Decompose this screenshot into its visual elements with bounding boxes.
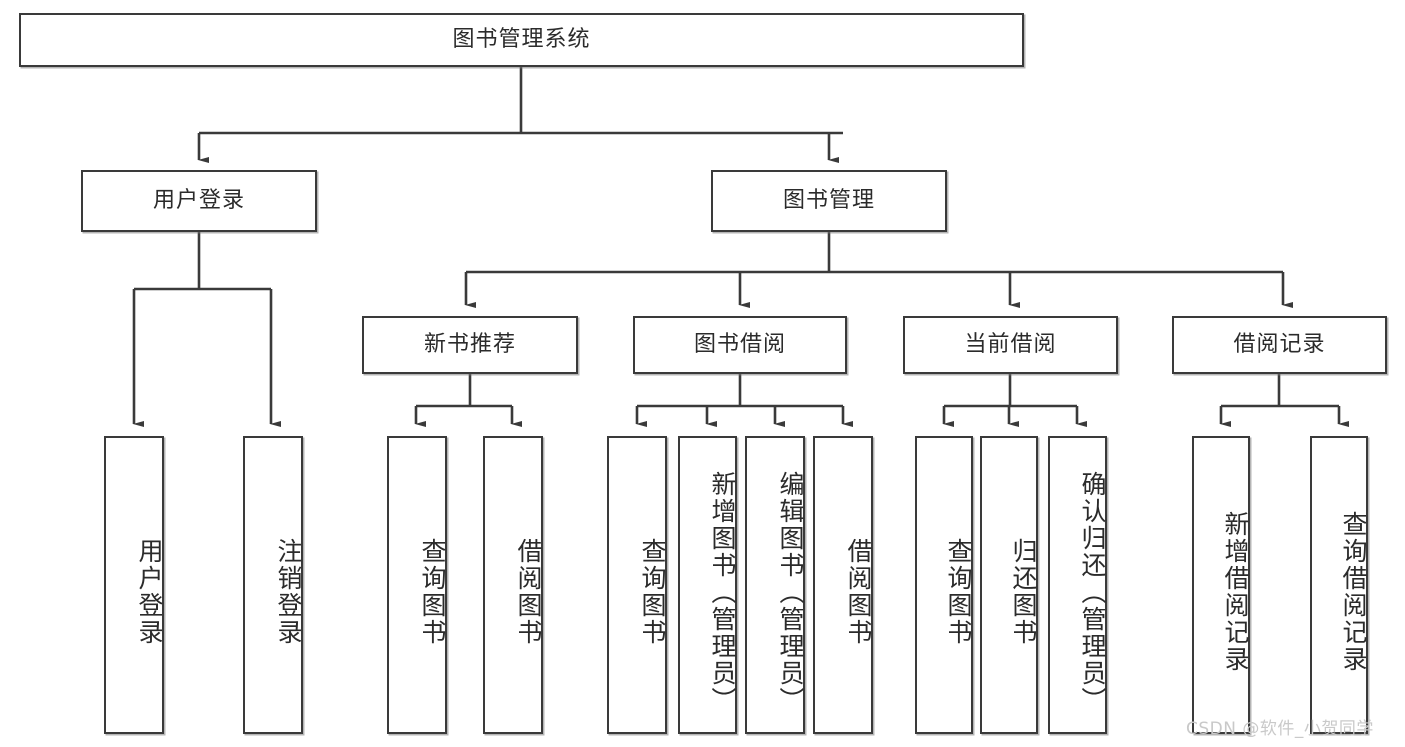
leaf-label: 借阅图书 <box>514 538 543 646</box>
leaf-edit-book-admin[interactable]: 编辑图书（管理员） <box>745 436 805 734</box>
leaf-label: 查询借阅记录 <box>1339 511 1368 673</box>
leaf-label: 新增借阅记录 <box>1221 511 1250 673</box>
leaf-label: 查询图书 <box>638 538 667 646</box>
node-current-borrow[interactable]: 当前借阅 <box>903 316 1118 374</box>
leaf-query-borrow-record[interactable]: 查询借阅记录 <box>1310 436 1368 734</box>
leaf-add-borrow-record[interactable]: 新增借阅记录 <box>1192 436 1250 734</box>
leaf-borrow-book[interactable]: 借阅图书 <box>813 436 873 734</box>
leaf-borrow-book-recommend[interactable]: 借阅图书 <box>483 436 543 734</box>
leaf-label: 归还图书 <box>1009 538 1038 646</box>
leaf-label: 确认归还（管理员） <box>1078 470 1107 714</box>
node-borrow-records[interactable]: 借阅记录 <box>1172 316 1387 374</box>
node-book-borrow[interactable]: 图书借阅 <box>633 316 847 374</box>
leaf-logout[interactable]: 注销登录 <box>243 436 303 734</box>
leaf-add-book-admin[interactable]: 新增图书（管理员） <box>678 436 737 734</box>
node-root[interactable]: 图书管理系统 <box>19 13 1024 67</box>
leaf-query-book-borrow[interactable]: 查询图书 <box>607 436 667 734</box>
leaf-confirm-return-admin[interactable]: 确认归还（管理员） <box>1048 436 1107 734</box>
node-book-management[interactable]: 图书管理 <box>711 170 947 232</box>
leaf-query-book-current[interactable]: 查询图书 <box>915 436 973 734</box>
leaf-label: 注销登录 <box>274 538 303 646</box>
leaf-label: 编辑图书（管理员） <box>776 470 805 714</box>
node-user-login[interactable]: 用户登录 <box>81 170 317 232</box>
leaf-label: 新增图书（管理员） <box>708 470 737 714</box>
leaf-return-book[interactable]: 归还图书 <box>980 436 1038 734</box>
leaf-label: 借阅图书 <box>844 538 873 646</box>
node-new-book-recommend[interactable]: 新书推荐 <box>362 316 578 374</box>
leaf-label: 查询图书 <box>418 538 447 646</box>
leaf-user-login[interactable]: 用户登录 <box>104 436 164 734</box>
leaf-label: 用户登录 <box>135 538 164 646</box>
leaf-query-book-recommend[interactable]: 查询图书 <box>387 436 447 734</box>
leaf-label: 查询图书 <box>944 538 973 646</box>
